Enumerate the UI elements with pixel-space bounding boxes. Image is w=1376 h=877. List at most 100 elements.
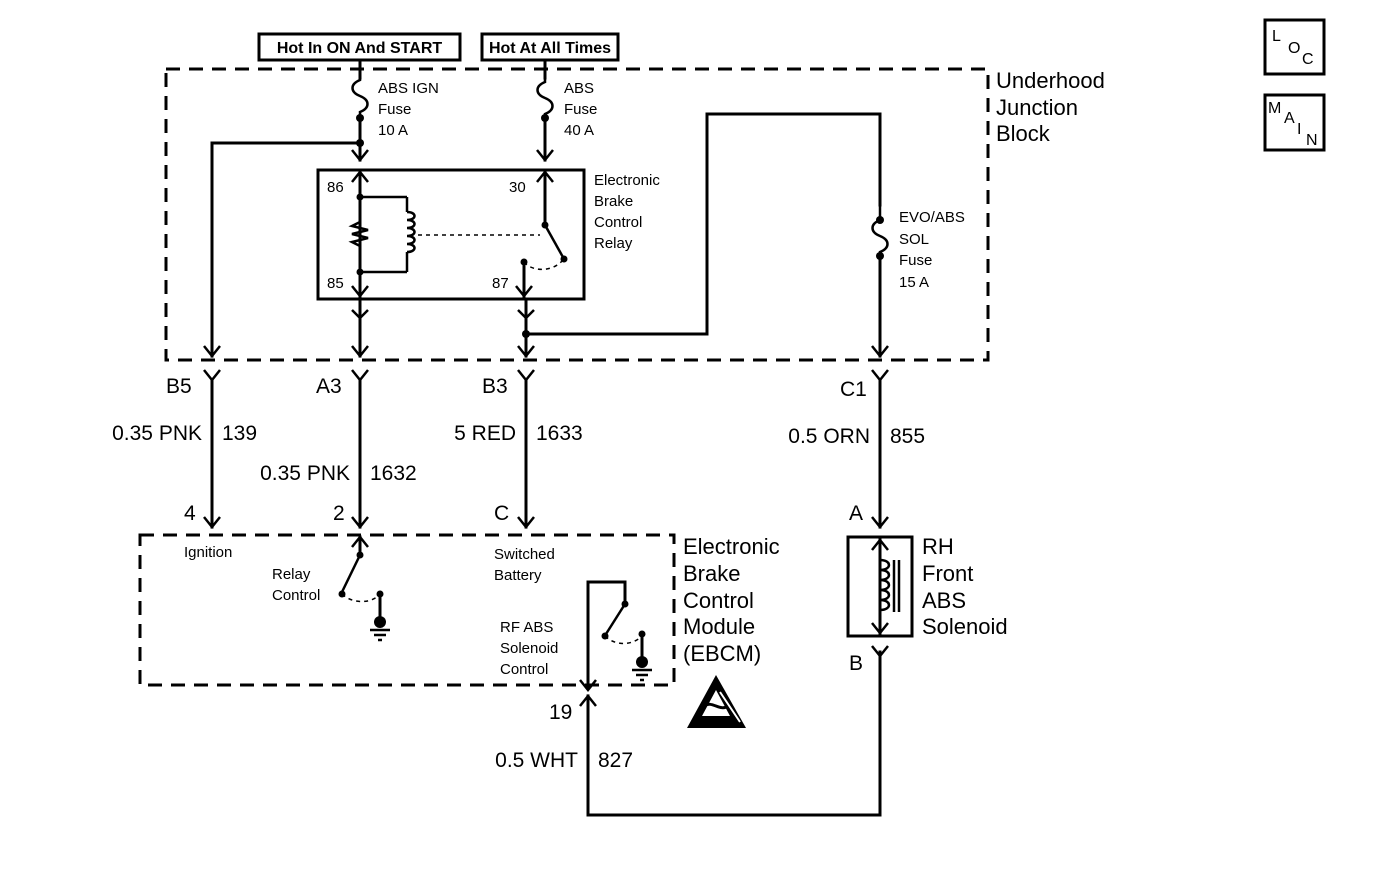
- svg-text:ABS IGN: ABS IGN: [378, 80, 439, 97]
- wire-827-label: 0.5 WHT 827: [495, 749, 633, 772]
- svg-text:139: 139: [222, 422, 257, 445]
- wire-1633-label: 5 RED 1633: [454, 422, 583, 445]
- hot-on-start-box: Hot In ON And START: [257, 32, 462, 62]
- svg-text:85: 85: [327, 275, 344, 292]
- fuse-abs-ign-label: ABS IGN Fuse 10 A: [378, 80, 439, 139]
- svg-text:Control: Control: [594, 214, 642, 231]
- svg-text:0.35 PNK: 0.35 PNK: [260, 462, 350, 485]
- ebcm-pin-c: C: [494, 502, 509, 525]
- abs-ign-fuse-circuit: [203, 58, 369, 359]
- ebcm-pin-2: 2: [333, 502, 345, 525]
- svg-text:855: 855: [890, 425, 925, 448]
- svg-text:10 A: 10 A: [378, 122, 408, 139]
- svg-text:1632: 1632: [370, 462, 417, 485]
- svg-text:Solenoid: Solenoid: [922, 614, 1008, 639]
- svg-text:Module: Module: [683, 614, 755, 639]
- connector-b3: B3: [482, 375, 508, 398]
- ground-icon: [374, 616, 386, 628]
- svg-text:Front: Front: [922, 561, 973, 586]
- svg-text:Fuse: Fuse: [899, 252, 932, 269]
- ebcm-relay-control-label: Relay Control: [272, 566, 320, 604]
- connector-b5: B5: [166, 375, 192, 398]
- svg-text:Switched: Switched: [494, 546, 555, 563]
- junction-block-title: Underhood Junction Block: [996, 68, 1105, 146]
- svg-text:O: O: [1288, 40, 1300, 57]
- ebcm-title: Electronic Brake Control Module (EBCM): [683, 534, 780, 666]
- rh-front-abs-solenoid: [846, 535, 914, 659]
- svg-text:(EBCM): (EBCM): [683, 641, 761, 666]
- svg-text:Control: Control: [683, 588, 754, 613]
- svg-text:Control: Control: [500, 661, 548, 678]
- svg-text:M: M: [1268, 100, 1281, 117]
- svg-text:30: 30: [509, 179, 526, 196]
- wire-139-label: 0.35 PNK 139: [112, 422, 257, 445]
- svg-text:A: A: [1284, 110, 1295, 127]
- svg-text:I: I: [1297, 121, 1301, 138]
- svg-text:86: 86: [327, 179, 344, 196]
- svg-text:0.5 WHT: 0.5 WHT: [495, 749, 578, 772]
- ebcm-rf-solenoid-control-label: RF ABS Solenoid Control: [500, 619, 558, 678]
- svg-text:87: 87: [492, 275, 509, 292]
- rf-solenoid-control-switch: [586, 580, 652, 689]
- svg-text:Relay: Relay: [594, 235, 633, 252]
- svg-text:Electronic: Electronic: [594, 172, 660, 189]
- svg-text:Junction: Junction: [996, 95, 1078, 120]
- svg-text:ABS: ABS: [922, 588, 966, 613]
- solenoid-pin-a: A: [849, 502, 863, 525]
- ebcm-pin-19-connector: [579, 679, 597, 693]
- svg-text:RH: RH: [922, 534, 954, 559]
- svg-text:Battery: Battery: [494, 567, 542, 584]
- hot-all-times-label: Hot At All Times: [489, 40, 611, 57]
- relay-output-wiring: [351, 112, 882, 359]
- esd-warning-icon: [687, 675, 746, 728]
- ebcm-relay: [316, 168, 586, 301]
- loc-icon: L O C: [1263, 18, 1326, 76]
- svg-text:Relay: Relay: [272, 566, 311, 583]
- fuse-abs-label: ABS Fuse 40 A: [564, 80, 597, 139]
- svg-text:Fuse: Fuse: [564, 101, 597, 118]
- svg-text:Electronic: Electronic: [683, 534, 780, 559]
- svg-text:N: N: [1306, 132, 1318, 149]
- svg-text:0.5 ORN: 0.5 ORN: [788, 425, 870, 448]
- wire-855-label: 0.5 ORN 855: [788, 425, 925, 448]
- svg-text:L: L: [1272, 28, 1281, 45]
- relay-control-switch: [338, 534, 390, 642]
- ebcm-ignition-label: Ignition: [184, 544, 232, 561]
- ebcm-pin-4: 4: [184, 502, 196, 525]
- svg-text:40 A: 40 A: [564, 122, 594, 139]
- solenoid-pin-b: B: [849, 652, 863, 675]
- connector-c1: C1: [840, 378, 867, 401]
- ebcm-pin-19: 19: [549, 701, 572, 724]
- harness-wires: [203, 378, 889, 530]
- connector-a3: A3: [316, 375, 342, 398]
- svg-text:827: 827: [598, 749, 633, 772]
- svg-text:Brake: Brake: [594, 193, 633, 210]
- relay-pin-labels: 86 85 30 87: [327, 179, 526, 292]
- svg-text:Control: Control: [272, 587, 320, 604]
- svg-text:5 RED: 5 RED: [454, 422, 516, 445]
- svg-text:Fuse: Fuse: [378, 101, 411, 118]
- ebcm-switched-battery-label: Switched Battery: [494, 546, 555, 584]
- main-icon: M A I N: [1263, 93, 1326, 152]
- svg-text:15 A: 15 A: [899, 274, 929, 291]
- svg-text:EVO/ABS: EVO/ABS: [899, 209, 965, 226]
- evo-abs-fuse-circuit: [871, 205, 889, 359]
- svg-text:Brake: Brake: [683, 561, 740, 586]
- svg-text:Solenoid: Solenoid: [500, 640, 558, 657]
- ebcm-outline: [138, 533, 676, 687]
- svg-text:RF ABS: RF ABS: [500, 619, 553, 636]
- hot-on-start-label: Hot In ON And START: [277, 40, 443, 57]
- relay-title: Electronic Brake Control Relay: [594, 172, 660, 252]
- wire-1632-label: 0.35 PNK 1632: [260, 462, 417, 485]
- wire-827: [586, 650, 882, 817]
- svg-text:Underhood: Underhood: [996, 68, 1105, 93]
- svg-text:C: C: [1302, 51, 1314, 68]
- connector-row: [203, 369, 889, 383]
- ground-icon: [636, 656, 648, 668]
- fuse-evo-label: EVO/ABS SOL Fuse 15 A: [899, 209, 965, 291]
- solenoid-title: RH Front ABS Solenoid: [922, 534, 1008, 639]
- svg-text:1633: 1633: [536, 422, 583, 445]
- junction-block-outline: [164, 67, 990, 362]
